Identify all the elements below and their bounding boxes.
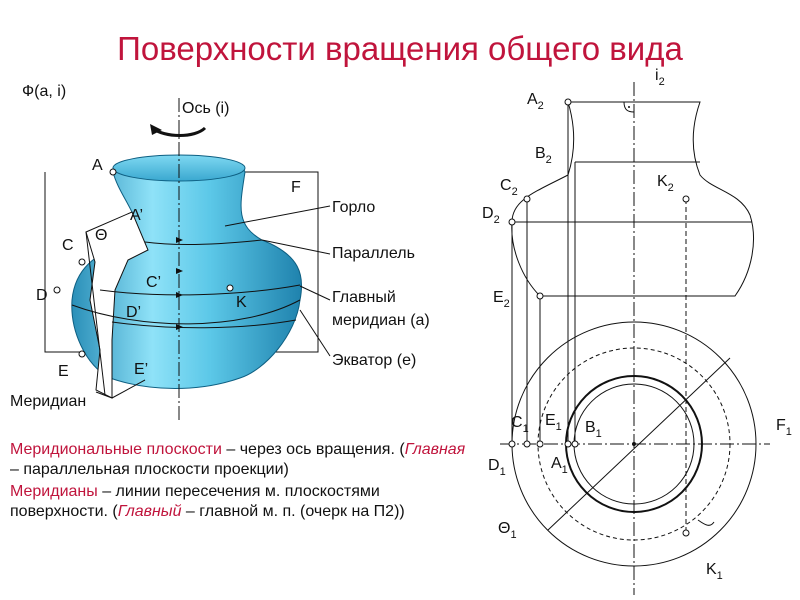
point-K2: [682, 195, 690, 203]
leader-parallel: [261, 239, 331, 255]
front-view-outline: [511, 101, 755, 297]
point-A1: [564, 440, 572, 448]
label-K: K: [236, 294, 247, 311]
point-A2: [564, 98, 572, 106]
label-C2: C2: [500, 177, 518, 198]
label-A1: A1: [551, 455, 568, 476]
label-D-prime: D’: [126, 304, 141, 321]
label-B2: B2: [535, 145, 552, 166]
label-A: A: [92, 157, 103, 174]
label-F: F: [291, 179, 301, 196]
lower-parallel: [111, 319, 297, 329]
section-line-theta: [547, 357, 731, 531]
term-meridional-planes: Меридиональные плоскости: [10, 441, 222, 458]
term-meridians: Меридианы: [10, 483, 98, 500]
point-C1: [523, 440, 531, 448]
leader-equator: [299, 309, 331, 357]
arc-K1: [697, 519, 715, 526]
point-C2: [523, 195, 531, 203]
leader-neck: [224, 205, 331, 227]
projection-figure: i2 A2 B2 C2 D2 E2 K2 C1 E1 B1 F1 D1 A1 Θ…: [482, 67, 792, 595]
label-E: E: [58, 363, 69, 380]
point-B1: [571, 440, 579, 448]
point-K1: [682, 529, 690, 537]
label-theta: Θ: [95, 227, 107, 244]
label-A2: A2: [527, 91, 544, 112]
label-E2: E2: [493, 289, 510, 310]
label-phi: Ф(а, i): [22, 83, 66, 100]
leader-meridian-2: [95, 391, 113, 399]
point-E2: [536, 292, 544, 300]
point-D1: [508, 440, 516, 448]
label-i2: i2: [655, 67, 665, 88]
rotation-arrowhead: [150, 124, 162, 135]
arrow-3: [176, 292, 183, 298]
label-parallel: Параллель: [332, 245, 415, 262]
label-D2: D2: [482, 205, 500, 226]
point-D: [53, 286, 61, 294]
label-E1: E1: [545, 412, 562, 433]
leader-meridian: [111, 379, 146, 399]
section-cut: [85, 211, 149, 399]
label-E-prime: E’: [134, 361, 148, 378]
vase-figure: Ф(а, i) Ось (i) A A’ Θ C C’ D D’ K E E’ …: [10, 83, 430, 420]
label-K1: K1: [706, 561, 723, 582]
main-meridian-parallel: [99, 284, 301, 296]
description-text: Меридиональные плоскости – через ось вра…: [10, 440, 470, 524]
paragraph-meridians: Меридианы – линии пересечения м. плоскос…: [10, 483, 405, 520]
label-B1: B1: [585, 419, 602, 440]
page-title: Поверхности вращения общего вида: [117, 30, 683, 67]
label-F1: F1: [776, 417, 792, 438]
label-C: C: [62, 237, 74, 254]
label-A-prime: A’: [130, 207, 143, 224]
right-angle-mark: [623, 101, 635, 113]
label-D1: D1: [488, 457, 506, 478]
point-A: [109, 168, 117, 176]
equator-line: [71, 299, 301, 325]
label-meridian: Меридиан: [10, 393, 86, 410]
label-axis: Ось (i): [182, 100, 229, 117]
point-K: [226, 284, 234, 292]
center-point: [632, 442, 636, 446]
point-E1: [536, 440, 544, 448]
label-main-meridian-1: Главный: [332, 289, 396, 306]
paragraph-meridional-planes: Меридиональные плоскости – через ось вра…: [10, 441, 466, 478]
label-C-prime: C’: [146, 274, 161, 291]
label-main-meridian-2: меридиан (а): [332, 312, 430, 329]
leader-main-meridian: [299, 285, 331, 301]
label-equator: Экватор (е): [332, 352, 416, 369]
label-K2: K2: [657, 173, 674, 194]
label-theta1: Θ1: [498, 520, 517, 541]
point-E: [78, 350, 86, 358]
label-C1: C1: [511, 414, 529, 435]
section-cut-line: [85, 231, 106, 396]
label-D: D: [36, 287, 48, 304]
point-C: [78, 258, 86, 266]
parallel-line: [144, 239, 263, 245]
point-D2: [508, 218, 516, 226]
label-neck: Горло: [332, 199, 375, 216]
